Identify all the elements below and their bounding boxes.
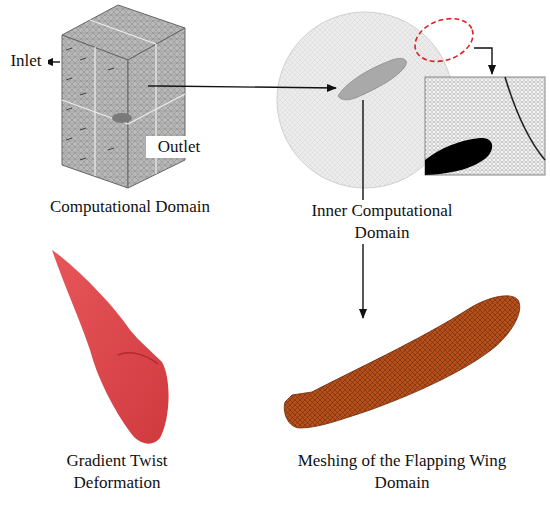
caption-label: Inner Computational Domain: [290, 200, 474, 244]
twisted-wing: [52, 250, 169, 444]
inlet-label: Inlet: [4, 50, 48, 72]
meshed-wing: [284, 296, 520, 428]
zoom-inset: [425, 77, 545, 175]
leader-arrows: [44, 48, 492, 318]
caption-label: Computational Domain: [28, 196, 232, 218]
domain-cube: [62, 5, 185, 188]
caption-label: Gradient Twist Deformation: [35, 450, 199, 494]
caption-label: Meshing of the Flapping Wing Domain: [290, 450, 514, 494]
outlet-label: Outlet: [146, 136, 212, 158]
